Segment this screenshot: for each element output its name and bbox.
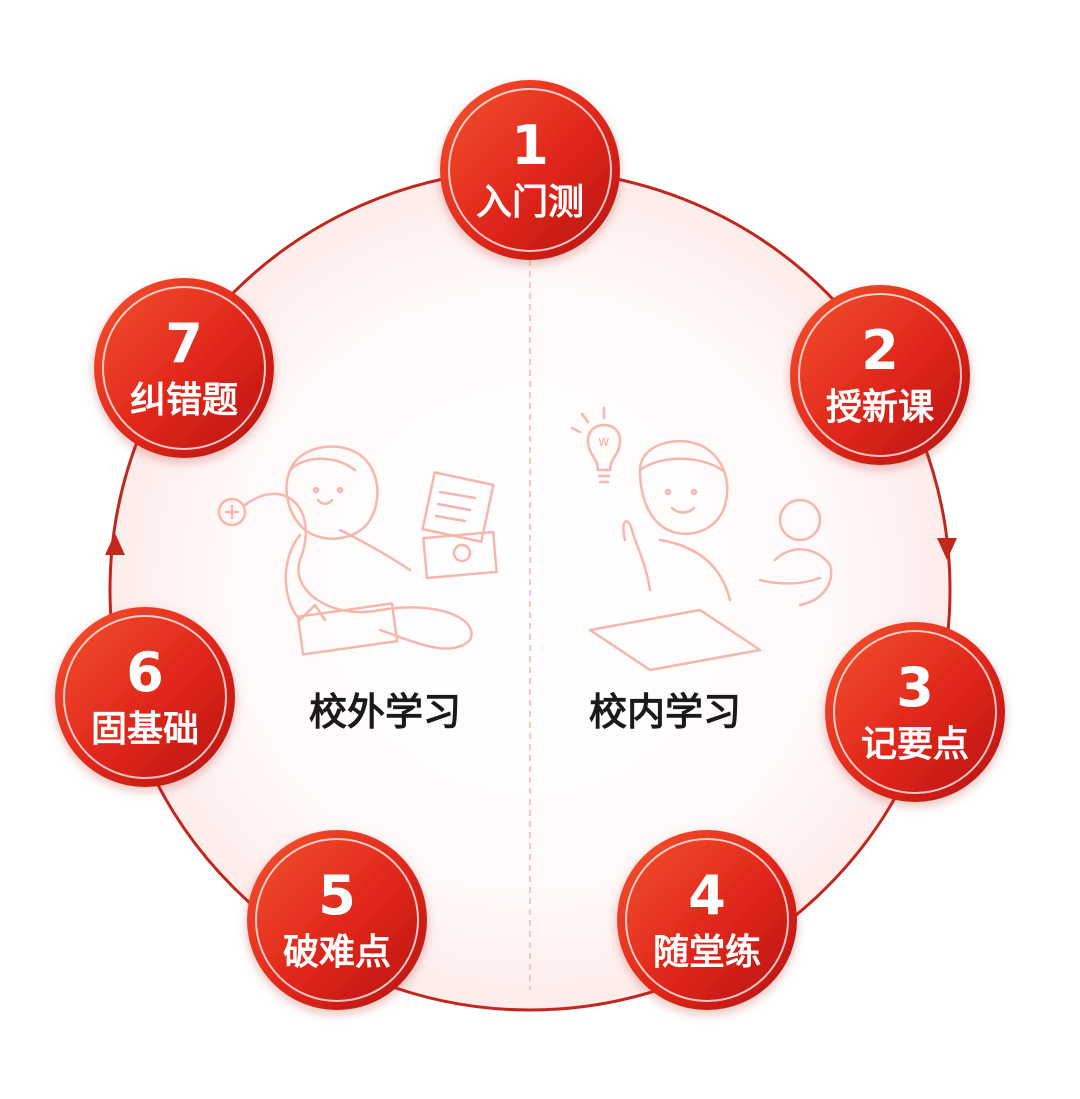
- step-node-circle: [55, 607, 235, 787]
- student-studying-with-tablet-illustration: [217, 445, 498, 656]
- step-node-inner-ring: [102, 286, 266, 450]
- step-node-circle: [94, 278, 274, 458]
- step-node-5: 5 破难点: [247, 830, 427, 1010]
- step-node-1: 1 入门测: [440, 80, 620, 260]
- step-node-inner-ring: [63, 615, 227, 779]
- arrow-icon: [937, 538, 957, 560]
- step-node-inner-ring: [625, 838, 789, 1002]
- step-node-6: 6 固基础: [55, 607, 235, 787]
- step-node-circle: [825, 622, 1005, 802]
- step-number: 6: [126, 641, 164, 704]
- step-node-circle: [247, 830, 427, 1010]
- step-number: 7: [165, 312, 203, 375]
- step-node-circle: [617, 830, 797, 1010]
- step-label: 纠错题: [130, 380, 238, 421]
- step-number: 3: [896, 656, 934, 719]
- students-in-classroom-with-lightbulb-illustration: w: [570, 406, 833, 672]
- step-label: 随堂练: [653, 932, 761, 973]
- step-label: 入门测: [476, 182, 584, 223]
- step-node-inner-ring: [798, 293, 962, 457]
- step-node-inner-ring: [255, 838, 419, 1002]
- step-label: 记要点: [861, 724, 969, 765]
- step-number: 5: [318, 864, 356, 927]
- step-node-circle: [790, 285, 970, 465]
- arrow-icon: [105, 533, 125, 555]
- outside-school-label: 校外学习: [309, 690, 461, 734]
- step-node-inner-ring: [448, 88, 612, 252]
- step-label: 破难点: [283, 932, 391, 973]
- step-node-circle: [440, 80, 620, 260]
- step-number: 4: [688, 864, 726, 927]
- step-node-4: 4 随堂练: [617, 830, 797, 1010]
- step-number: 1: [511, 114, 549, 177]
- step-number: 2: [861, 319, 899, 382]
- step-label: 固基础: [91, 709, 199, 750]
- step-label: 授新课: [826, 387, 934, 428]
- step-node-3: 3 记要点: [825, 622, 1005, 802]
- inside-school-label: 校内学习: [589, 690, 741, 734]
- step-node-inner-ring: [833, 630, 997, 794]
- step-node-2: 2 授新课: [790, 285, 970, 465]
- svg-text:w: w: [598, 434, 609, 450]
- step-node-7: 7 纠错题: [94, 278, 274, 458]
